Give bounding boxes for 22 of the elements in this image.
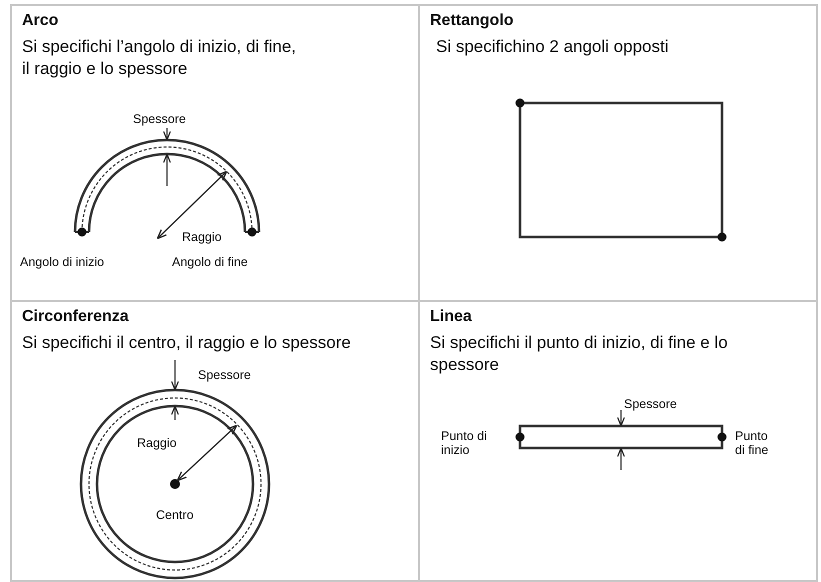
panel-description: Si specifichi il centro, il raggio e lo spessore: [22, 332, 352, 354]
panel-heading: Linea: [430, 308, 472, 326]
part-label: Spessore: [198, 368, 251, 382]
part-label: Spessore: [624, 397, 677, 411]
arc-panel: [10, 4, 420, 302]
rectangle-panel: [418, 4, 818, 302]
part-label: Punto di fine: [735, 429, 770, 457]
panel-description: Si specifichi il punto di inizio, di fine e lo spessore: [430, 332, 729, 376]
panel-description: Si specifichino 2 angoli opposti: [436, 36, 670, 58]
panel-heading: Arco: [22, 12, 58, 30]
part-label: Raggio: [137, 436, 177, 450]
line-panel: [418, 300, 818, 582]
part-label: Centro: [156, 508, 194, 522]
panel-description: Si specifichi l’angolo di inizio, di fine, il raggio e lo spessore: [22, 36, 298, 80]
part-label: Angolo di inizio: [20, 255, 104, 269]
circle-panel: [10, 300, 420, 582]
part-label: Spessore: [133, 112, 186, 126]
panel-heading: Rettangolo: [430, 12, 514, 30]
part-label: Angolo di fine: [172, 255, 248, 269]
part-label: Raggio: [182, 230, 222, 244]
panel-heading: Circonferenza: [22, 308, 129, 326]
part-label: Punto di inizio: [441, 429, 488, 457]
